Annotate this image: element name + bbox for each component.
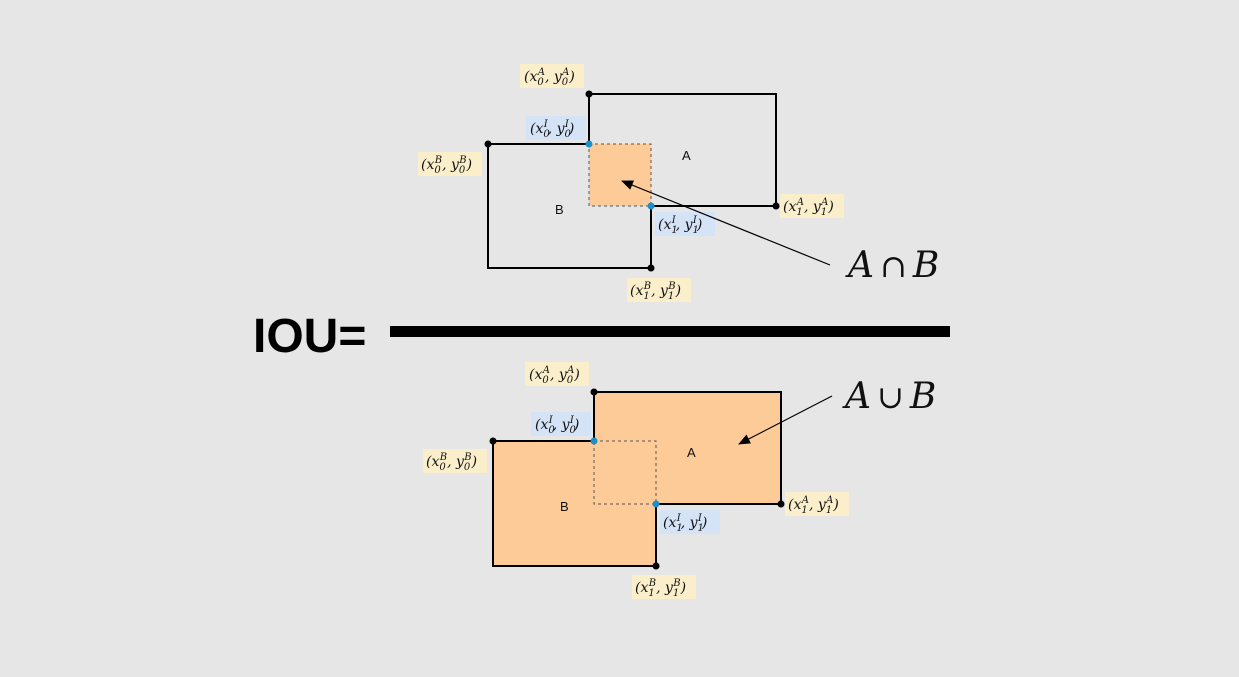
denominator-diagram: A B (x0A, y0A) (x0I, y0I) (x0B, y0B) (x1…	[423, 362, 936, 599]
union-arrow	[738, 395, 833, 445]
box-a-label: A	[682, 148, 691, 163]
label-a1: (x1A, y1A)	[780, 194, 844, 218]
svg-text:(x0B, y0B): (x0B, y0B)	[426, 452, 477, 473]
label-b1: (x1B, y1B)	[627, 278, 691, 302]
iou-title: IOU=	[253, 310, 366, 363]
union-corner-point-b0	[489, 437, 497, 445]
union-corner-point-i1	[652, 500, 660, 508]
union-label-i1: (x1I, y1I)	[660, 510, 720, 534]
corner-point-b0	[484, 140, 492, 148]
label-b0: (x0B, y0B)	[418, 152, 482, 176]
intersection-fill	[588, 143, 652, 207]
union-box-b-fill	[493, 441, 656, 566]
svg-text:(x1B, y1B): (x1B, y1B)	[635, 578, 686, 599]
fraction-bar	[390, 326, 950, 337]
label-i1: (x1I, y1I)	[655, 212, 715, 236]
union-corner-point-a0	[590, 388, 598, 396]
union-corner-point-a1	[777, 500, 785, 508]
union-box-a-label: A	[687, 445, 696, 460]
union-intersection-outline	[593, 440, 657, 505]
corner-point-a0	[585, 90, 593, 98]
corner-point-i0	[585, 140, 593, 148]
union-label-i0: (x0I, y0I)	[531, 412, 591, 436]
union-box-b-label: B	[560, 499, 569, 514]
union-label-a1: (x1A, y1A)	[785, 492, 849, 516]
union-expression: A∪B	[842, 376, 936, 417]
union-corner-point-i0	[590, 437, 598, 445]
union-label-b0: (x0B, y0B)	[423, 449, 487, 473]
svg-text:(x0A, y0A): (x0A, y0A)	[529, 365, 580, 386]
svg-text:(x1B, y1B): (x1B, y1B)	[630, 281, 681, 302]
svg-text:(x0I, y0I): (x0I, y0I)	[535, 415, 579, 436]
svg-text:(x0A, y0A): (x0A, y0A)	[524, 67, 575, 88]
union-corner-point-b1	[652, 562, 660, 570]
label-a0: (x0A, y0A)	[520, 64, 584, 88]
union-label-a0: (x0A, y0A)	[525, 362, 589, 386]
union-label-b1: (x1B, y1B)	[632, 575, 696, 599]
corner-point-i1	[647, 202, 655, 210]
box-b-label: B	[555, 202, 564, 217]
svg-text:(x1I, y1I): (x1I, y1I)	[658, 215, 702, 236]
numerator-diagram: A B (x0A, y0A) (x0I, y0I) (x0B, y0B) (x1…	[418, 64, 939, 302]
box-b-outline	[487, 143, 652, 269]
svg-text:(x1I, y1I): (x1I, y1I)	[663, 513, 707, 534]
label-i0: (x0I, y0I)	[526, 116, 586, 140]
svg-text:(x0I, y0I): (x0I, y0I)	[530, 119, 574, 140]
intersection-arrow	[621, 180, 831, 266]
corner-point-a1	[772, 202, 780, 210]
corner-point-b1	[647, 264, 655, 272]
svg-text:(x1A, y1A): (x1A, y1A)	[783, 197, 834, 218]
box-a-outline	[588, 93, 777, 207]
svg-text:(x1A, y1A): (x1A, y1A)	[788, 495, 839, 516]
union-outline-b	[492, 440, 657, 567]
svg-text:(x0B, y0B): (x0B, y0B)	[421, 155, 472, 176]
union-outline-a	[593, 391, 782, 505]
intersection-expression: A∩B	[845, 245, 939, 286]
